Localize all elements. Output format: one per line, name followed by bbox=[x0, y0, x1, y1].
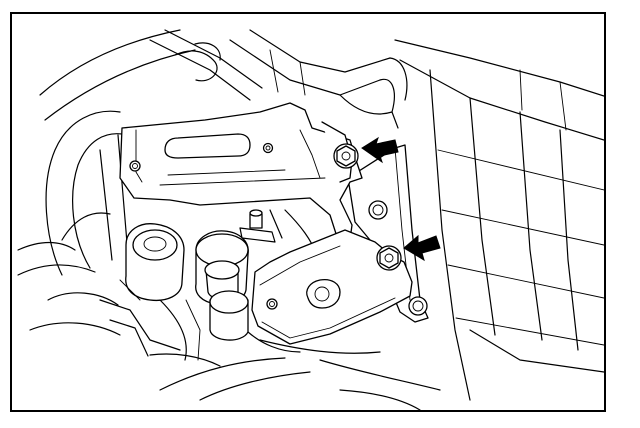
lower-machinery bbox=[99, 209, 441, 410]
left-hose-loop bbox=[17, 110, 129, 336]
top-hoses bbox=[39, 29, 408, 129]
diagram-frame bbox=[10, 12, 606, 412]
bolt-upper bbox=[333, 143, 359, 169]
lower-bracket bbox=[251, 229, 413, 345]
upper-bracket bbox=[119, 102, 363, 241]
arrow-upper bbox=[361, 136, 399, 164]
arrow-lower bbox=[403, 234, 441, 262]
bolt-lower bbox=[376, 245, 402, 271]
right-panel-grid bbox=[394, 39, 604, 401]
engine-bracket-illustration bbox=[17, 29, 604, 410]
